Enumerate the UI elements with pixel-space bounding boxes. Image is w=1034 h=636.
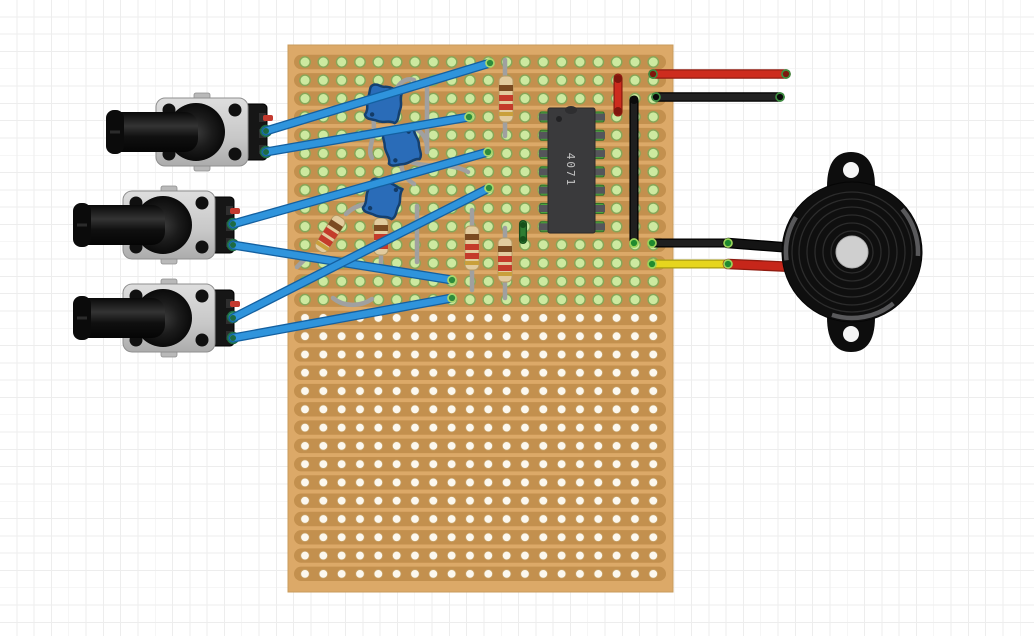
buzzer-rings	[791, 191, 913, 313]
wire-blue-6[interactable]	[228, 293, 457, 343]
ic-4071[interactable]: 4071	[547, 106, 596, 234]
buzzer-bottom-ear-hole	[843, 326, 859, 342]
buzzer-center	[835, 235, 869, 269]
connection-dots	[230, 58, 791, 341]
potentiometer-1[interactable]	[104, 91, 275, 173]
resistor-1[interactable]	[498, 75, 514, 123]
buzzer-lead-red[interactable]	[722, 258, 800, 273]
wire-blue-3[interactable]	[228, 147, 493, 229]
resistor-3[interactable]	[497, 237, 513, 283]
wire-blue-2[interactable]	[261, 112, 474, 157]
resistor-4[interactable]	[313, 213, 347, 254]
buzzer-top-ear-hole	[843, 162, 859, 178]
wires	[228, 58, 800, 343]
buzzer-rim-highlight	[783, 183, 921, 321]
pin1-marker-dot	[556, 116, 562, 122]
potentiometer-3[interactable]	[71, 277, 242, 359]
resistor-2[interactable]	[464, 225, 480, 271]
ic-pads	[539, 111, 605, 233]
wire-blue-5[interactable]	[228, 183, 494, 323]
piezo-buzzer[interactable]	[759, 152, 945, 352]
ic-label: 4071	[564, 153, 577, 188]
wire-blue-1[interactable]	[261, 58, 495, 136]
potentiometer-2[interactable]	[71, 184, 242, 266]
